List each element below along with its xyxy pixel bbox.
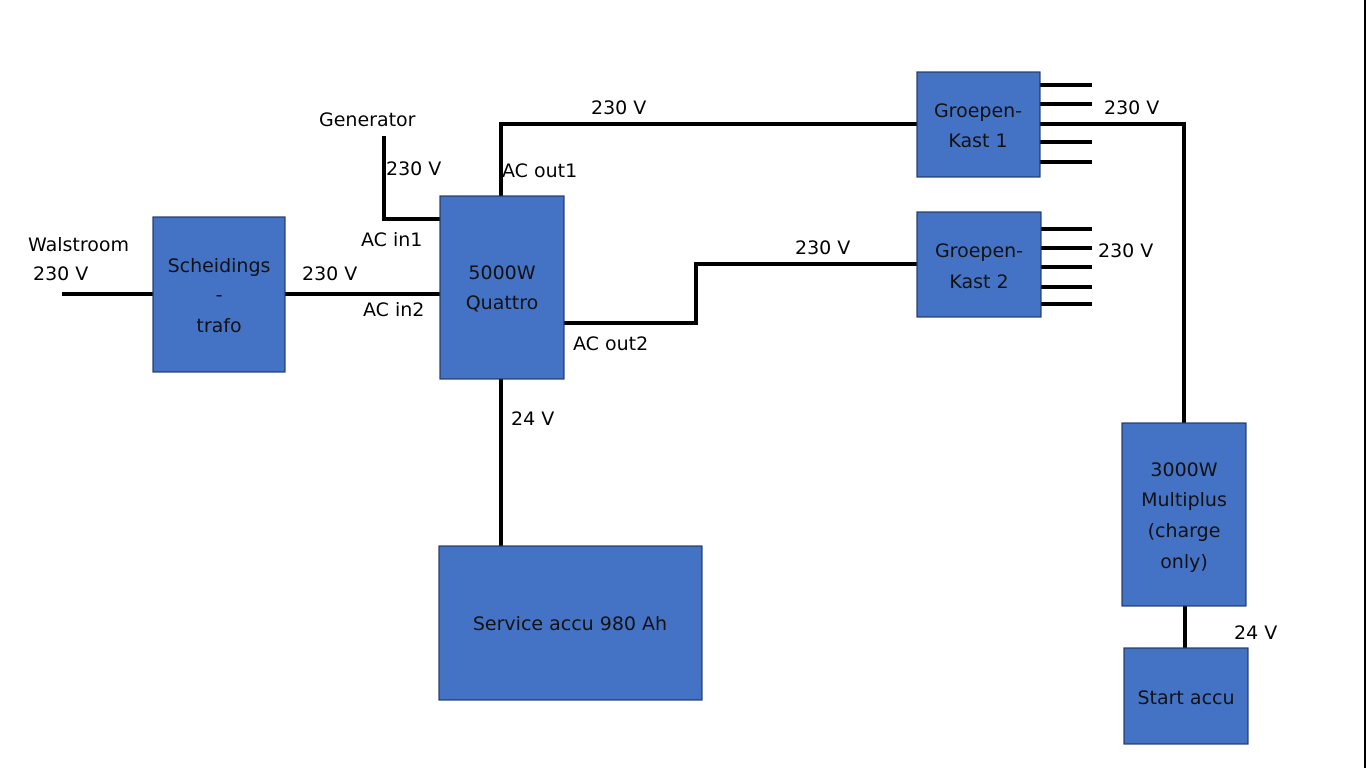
ac-out1-voltage-label: 230 V <box>591 97 646 119</box>
ac-out2-label: AC out2 <box>573 333 648 355</box>
walstroom-label: Walstroom <box>28 234 129 256</box>
kast2-out-voltage-label: 230 V <box>1098 240 1153 262</box>
node-groepenkast1: Groepen- Kast 1 <box>916 71 1041 178</box>
node-start-accu: Start accu <box>1123 647 1249 745</box>
node-label: Scheidings <box>168 255 271 277</box>
walstroom-voltage-label: 230 V <box>33 263 88 285</box>
node-service-accu: Service accu 980 Ah <box>438 545 703 701</box>
node-label: Start accu <box>1137 687 1234 709</box>
groepenkast1-outputs <box>1040 83 1092 164</box>
groepenkast2-outputs <box>1041 227 1092 306</box>
dc-start-voltage-label: 24 V <box>1234 622 1277 644</box>
wire-groepenkast1-multiplus <box>1040 122 1186 423</box>
wire-generator-quattro <box>382 136 440 221</box>
node-label: trafo <box>196 315 241 337</box>
node-label: 3000W <box>1150 459 1217 481</box>
node-label: - <box>216 284 223 306</box>
node-label: Groepen- <box>935 240 1023 262</box>
ac-in2-label: AC in2 <box>363 299 424 321</box>
node-label: 5000W <box>468 262 535 284</box>
node-label: Service accu 980 Ah <box>473 613 667 635</box>
node-label: Kast 1 <box>948 130 1007 152</box>
trafo-out-voltage-label: 230 V <box>302 263 357 285</box>
node-groepenkast2: Groepen- Kast 2 <box>916 211 1042 318</box>
node-quattro: 5000W Quattro <box>439 195 565 380</box>
generator-label: Generator <box>319 109 416 131</box>
node-label: Groepen- <box>934 100 1022 122</box>
dc-service-voltage-label: 24 V <box>511 408 554 430</box>
node-scheidingstrafo: Scheidings - trafo <box>152 216 286 373</box>
generator-voltage-label: 230 V <box>386 158 441 180</box>
node-label: Quattro <box>466 292 539 314</box>
ac-out1-label: AC out1 <box>502 160 577 182</box>
ac-out2-voltage-label: 230 V <box>795 237 850 259</box>
node-label: (charge <box>1148 520 1221 542</box>
ac-in1-label: AC in1 <box>361 229 422 251</box>
node-multiplus: 3000W Multiplus (charge only) <box>1121 422 1247 607</box>
kast1-out-voltage-label: 230 V <box>1104 97 1159 119</box>
wire-acout2-groepenkast2 <box>564 262 917 325</box>
wire-acout1-groepenkast1 <box>499 122 917 196</box>
node-label: only) <box>1160 551 1208 573</box>
node-label: Multiplus <box>1141 489 1227 511</box>
node-label: Kast 2 <box>949 271 1008 293</box>
